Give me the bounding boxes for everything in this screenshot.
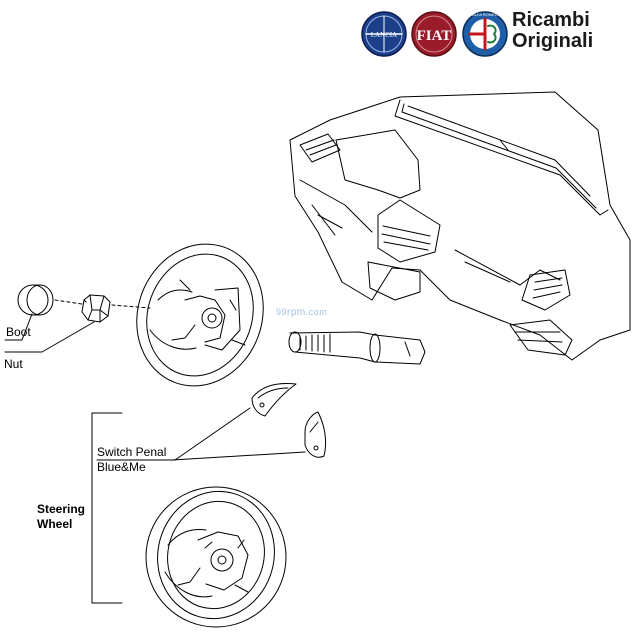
nut-label: Nut — [4, 357, 23, 371]
brand-title-line2: Originali — [512, 30, 594, 52]
switch-panel-label-line2: Blue&Me — [97, 460, 146, 474]
boot-leader-line — [4, 313, 33, 341]
switch-panel-label-line1: Switch Penal — [97, 445, 167, 459]
steering-wheel-upper — [136, 243, 264, 387]
fiat-logo-text: FIAT — [417, 28, 452, 44]
alfa-romeo-logo — [462, 11, 508, 57]
nut-column-dash-line — [111, 304, 151, 309]
alfa-romeo-logo-text: ALFA ROMEO — [472, 12, 498, 17]
steering-column — [288, 331, 426, 365]
nut-part — [81, 294, 111, 323]
boot-nut-dash-line — [54, 299, 83, 305]
switch-leader-right — [171, 451, 306, 461]
switch-leader-left — [174, 407, 251, 461]
watermark-suffix: .com — [305, 307, 328, 317]
boot-part — [17, 284, 54, 316]
brand-title-line1: Ricambi — [512, 9, 590, 31]
dashboard-illustration — [289, 91, 631, 361]
steering-wheel-label-line2: Wheel — [37, 517, 73, 531]
watermark: 99rpm.com — [276, 307, 327, 318]
brand-title: Ricambi Originali — [512, 10, 593, 52]
fiat-logo — [411, 11, 457, 57]
switch-panel-left — [251, 382, 297, 417]
nut-leader-line — [4, 321, 95, 353]
boot-label: Boot — [6, 325, 31, 339]
watermark-prefix: 99 — [276, 307, 288, 317]
watermark-main: rpm — [287, 307, 306, 318]
lancia-logo-text: LANCIA — [371, 31, 397, 39]
steering-wheel-lower — [145, 486, 287, 628]
switch-panel-right — [304, 411, 327, 458]
lancia-logo — [361, 11, 407, 57]
steering-bracket — [91, 412, 123, 604]
steering-wheel-label-line1: Steering — [37, 502, 86, 516]
